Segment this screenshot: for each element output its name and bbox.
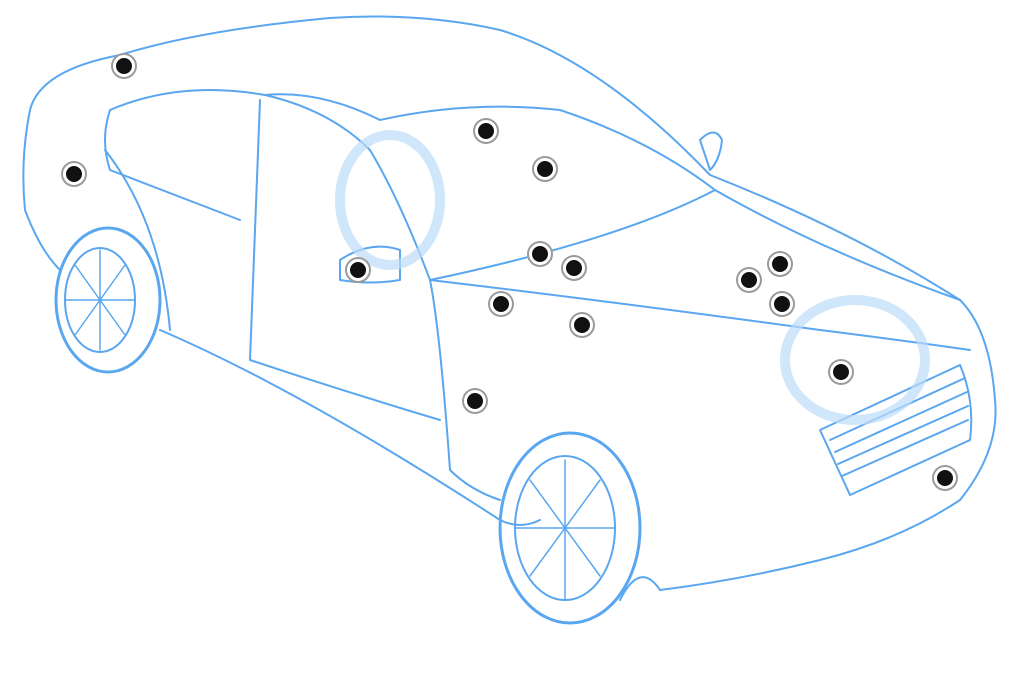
hotspot-dot-icon[interactable] [347,259,369,281]
hotspot-dot-icon[interactable] [830,361,852,383]
hotspot-dot-icon[interactable] [475,120,497,142]
hotspot-dot-icon[interactable] [769,253,791,275]
hotspot-dot-icon[interactable] [113,55,135,77]
hotspot-dot-icon[interactable] [490,293,512,315]
hotspot-dot-icon[interactable] [571,314,593,336]
hotspot-dot-icon[interactable] [63,163,85,185]
hotspot-dot-icon[interactable] [934,467,956,489]
hotspot-dot-icon[interactable] [464,390,486,412]
hotspot-dot-icon[interactable] [529,243,551,265]
hotspot-dot-icon[interactable] [534,158,556,180]
hotspot-dot-icon[interactable] [771,293,793,315]
hotspot-dot-icon[interactable] [738,269,760,291]
hotspot-dot-icon[interactable] [563,257,585,279]
